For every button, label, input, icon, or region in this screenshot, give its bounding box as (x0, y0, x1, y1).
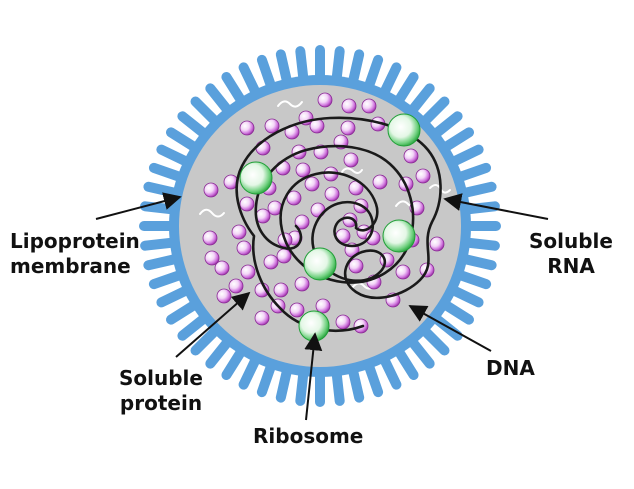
protein-sphere (216, 288, 232, 304)
arrow-soluble-protein (175, 291, 251, 358)
arrow-ribosome (304, 332, 323, 421)
protein-sphere (264, 118, 280, 134)
label-dna: DNA (486, 356, 535, 380)
protein-sphere (239, 196, 255, 212)
arrow-dna (408, 305, 492, 352)
protein-sphere (343, 152, 359, 168)
protein-sphere (263, 254, 279, 270)
label-soluble-protein-line1: Soluble (119, 366, 203, 390)
ribosome-sphere (382, 219, 416, 253)
callout-arrows (95, 192, 549, 421)
ribosome-sphere (387, 113, 421, 147)
protein-sphere (203, 182, 219, 198)
label-soluble-protein-line2: protein (119, 391, 203, 415)
protein-sphere (239, 120, 255, 136)
rna-strand (341, 167, 363, 174)
protein-sphere (372, 174, 388, 190)
protein-sphere (202, 230, 218, 246)
protein-sphere (276, 248, 292, 264)
protein-sphere (348, 258, 364, 274)
rna-strand (277, 100, 303, 108)
protein-sphere (295, 162, 311, 178)
protein-sphere (273, 282, 289, 298)
label-ribosome: Ribosome (253, 424, 364, 448)
protein-sphere (286, 190, 302, 206)
protein-sphere (304, 176, 320, 192)
label-soluble-protein: Soluble protein (106, 366, 216, 416)
label-soluble-rna-line2: RNA (547, 254, 595, 278)
ribosomes (239, 113, 421, 342)
ribosome-sphere (239, 161, 273, 195)
protein-sphere (403, 148, 419, 164)
label-soluble-rna-line1: Soluble (529, 229, 613, 253)
rna-strand (199, 208, 225, 218)
protein-sphere (214, 260, 230, 276)
protein-sphere (361, 98, 377, 114)
label-lipoprotein-membrane: Lipoprotein membrane (10, 229, 140, 279)
protein-sphere (294, 276, 310, 292)
protein-sphere (240, 264, 256, 280)
protein-sphere (289, 302, 305, 318)
protein-sphere (236, 240, 252, 256)
soluble-proteins (202, 92, 445, 334)
protein-sphere (204, 250, 220, 266)
protein-sphere (429, 236, 445, 252)
protein-sphere (335, 314, 351, 330)
protein-sphere (341, 98, 357, 114)
protein-sphere (324, 186, 340, 202)
ribosome-sphere (303, 247, 337, 281)
protein-sphere (315, 298, 331, 314)
protein-sphere (228, 278, 244, 294)
protein-sphere (254, 310, 270, 326)
protein-sphere (415, 168, 431, 184)
protein-sphere (317, 92, 333, 108)
protein-sphere (294, 214, 310, 230)
protein-sphere (255, 140, 271, 156)
arrow-soluble-rna (443, 193, 549, 220)
label-lipoprotein-line1: Lipoprotein (10, 229, 140, 253)
label-soluble-rna: Soluble RNA (521, 229, 621, 279)
protein-sphere (340, 120, 356, 136)
label-lipoprotein-line2: membrane (10, 254, 131, 278)
arrow-lipoprotein (95, 192, 182, 220)
protein-sphere (395, 264, 411, 280)
protein-sphere (231, 224, 247, 240)
